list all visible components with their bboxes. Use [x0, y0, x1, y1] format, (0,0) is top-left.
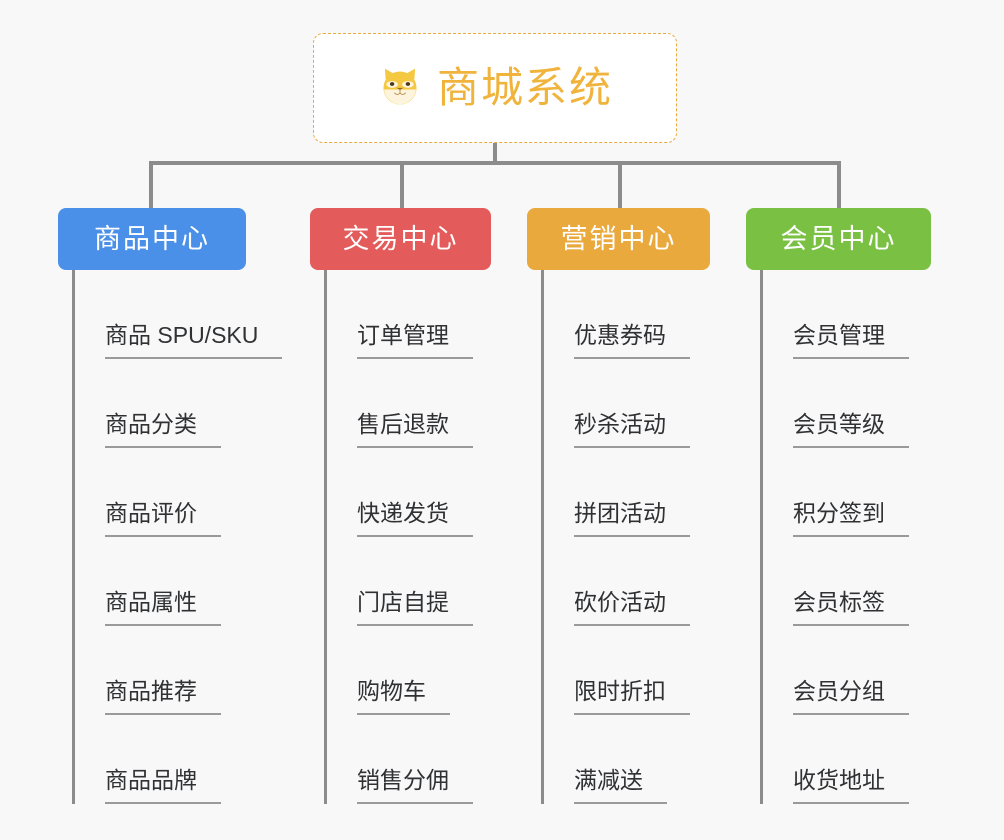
leaf-label: 快递发货	[357, 502, 473, 537]
leaf-label: 收货地址	[793, 769, 909, 804]
branch-column-product-center: 商品中心 商品 SPU/SKU 商品分类 商品评价 商品属性 商品推荐 商品品牌	[58, 208, 283, 804]
leaf-item[interactable]: 收货地址	[746, 715, 931, 804]
leaf-item[interactable]: 会员标签	[746, 537, 931, 626]
leaf-label: 商品评价	[105, 502, 221, 537]
leaf-item[interactable]: 门店自提	[310, 537, 491, 626]
branch-spine	[324, 270, 327, 804]
branch-column-trade-center: 交易中心 订单管理 售后退款 快递发货 门店自提 购物车 销售分佣	[310, 208, 491, 804]
leaf-list-trade-center: 订单管理 售后退款 快递发货 门店自提 购物车 销售分佣	[310, 270, 491, 804]
leaf-item[interactable]: 售后退款	[310, 359, 491, 448]
root-title: 商城系统	[436, 64, 613, 111]
branch-header-trade-center[interactable]: 交易中心	[310, 208, 491, 270]
leaf-label: 商品分类	[105, 413, 221, 448]
leaf-item[interactable]: 满减送	[527, 715, 710, 804]
branch-header-product-center[interactable]: 商品中心	[58, 208, 246, 270]
leaf-label: 秒杀活动	[574, 413, 690, 448]
leaf-item[interactable]: 商品属性	[58, 537, 246, 626]
leaf-item[interactable]: 秒杀活动	[527, 359, 710, 448]
leaf-item[interactable]: 销售分佣	[310, 715, 491, 804]
leaf-label: 商品品牌	[105, 769, 221, 804]
connector-drop-3	[618, 161, 622, 209]
leaf-item[interactable]: 优惠券码	[527, 270, 710, 359]
branch-header-marketing-center[interactable]: 营销中心	[527, 208, 710, 270]
leaf-label: 销售分佣	[357, 769, 473, 804]
leaf-item[interactable]: 商品推荐	[58, 626, 246, 715]
leaf-item[interactable]: 会员等级	[746, 359, 931, 448]
leaf-label: 商品属性	[105, 591, 221, 626]
leaf-list-product-center: 商品 SPU/SKU 商品分类 商品评价 商品属性 商品推荐 商品品牌	[58, 270, 283, 804]
leaf-label: 售后退款	[357, 413, 473, 448]
branch-header-label: 营销中心	[560, 223, 677, 254]
leaf-item[interactable]: 商品分类	[58, 359, 246, 448]
leaf-item[interactable]: 会员分组	[746, 626, 931, 715]
branch-header-label: 商品中心	[94, 223, 210, 254]
leaf-label: 满减送	[574, 769, 667, 804]
branch-spine	[541, 270, 544, 804]
leaf-label: 限时折扣	[574, 680, 690, 715]
leaf-item[interactable]: 商品品牌	[58, 715, 246, 804]
branch-column-member-center: 会员中心 会员管理 会员等级 积分签到 会员标签 会员分组 收货地址	[746, 208, 931, 804]
leaf-item[interactable]: 商品 SPU/SKU	[58, 270, 283, 359]
leaf-item[interactable]: 限时折扣	[527, 626, 710, 715]
leaf-item[interactable]: 拼团活动	[527, 448, 710, 537]
branch-header-member-center[interactable]: 会员中心	[746, 208, 931, 270]
leaf-label: 门店自提	[357, 591, 473, 626]
connector-root-stem	[493, 143, 497, 164]
connector-horizontal-bus	[149, 161, 841, 165]
leaf-label: 积分签到	[793, 502, 909, 537]
root-node[interactable]: 商城系统	[313, 33, 677, 143]
leaf-label: 拼团活动	[574, 502, 690, 537]
leaf-label: 购物车	[357, 680, 450, 715]
leaf-label: 订单管理	[357, 324, 473, 359]
connector-drop-4	[837, 161, 841, 209]
branch-header-label: 交易中心	[342, 223, 459, 254]
leaf-item[interactable]: 商品评价	[58, 448, 246, 537]
leaf-label: 优惠券码	[574, 324, 690, 359]
leaf-label: 会员管理	[793, 324, 909, 359]
leaf-label: 砍价活动	[574, 591, 690, 626]
leaf-item[interactable]: 积分签到	[746, 448, 931, 537]
branch-column-marketing-center: 营销中心 优惠券码 秒杀活动 拼团活动 砍价活动 限时折扣 满减送	[527, 208, 710, 804]
leaf-label: 会员等级	[793, 413, 909, 448]
connector-drop-2	[400, 161, 404, 209]
branch-spine	[760, 270, 763, 804]
leaf-list-member-center: 会员管理 会员等级 积分签到 会员标签 会员分组 收货地址	[746, 270, 931, 804]
leaf-label: 商品推荐	[105, 680, 221, 715]
connector-drop-1	[149, 161, 153, 209]
leaf-item[interactable]: 快递发货	[310, 448, 491, 537]
branch-header-label: 会员中心	[780, 223, 897, 254]
shiba-dog-face-icon	[377, 65, 423, 111]
leaf-item[interactable]: 购物车	[310, 626, 491, 715]
leaf-list-marketing-center: 优惠券码 秒杀活动 拼团活动 砍价活动 限时折扣 满减送	[527, 270, 710, 804]
branch-spine	[72, 270, 75, 804]
leaf-label: 商品 SPU/SKU	[105, 324, 283, 359]
leaf-item[interactable]: 会员管理	[746, 270, 931, 359]
leaf-item[interactable]: 订单管理	[310, 270, 491, 359]
leaf-label: 会员标签	[793, 591, 909, 626]
leaf-item[interactable]: 砍价活动	[527, 537, 710, 626]
leaf-label: 会员分组	[793, 680, 909, 715]
